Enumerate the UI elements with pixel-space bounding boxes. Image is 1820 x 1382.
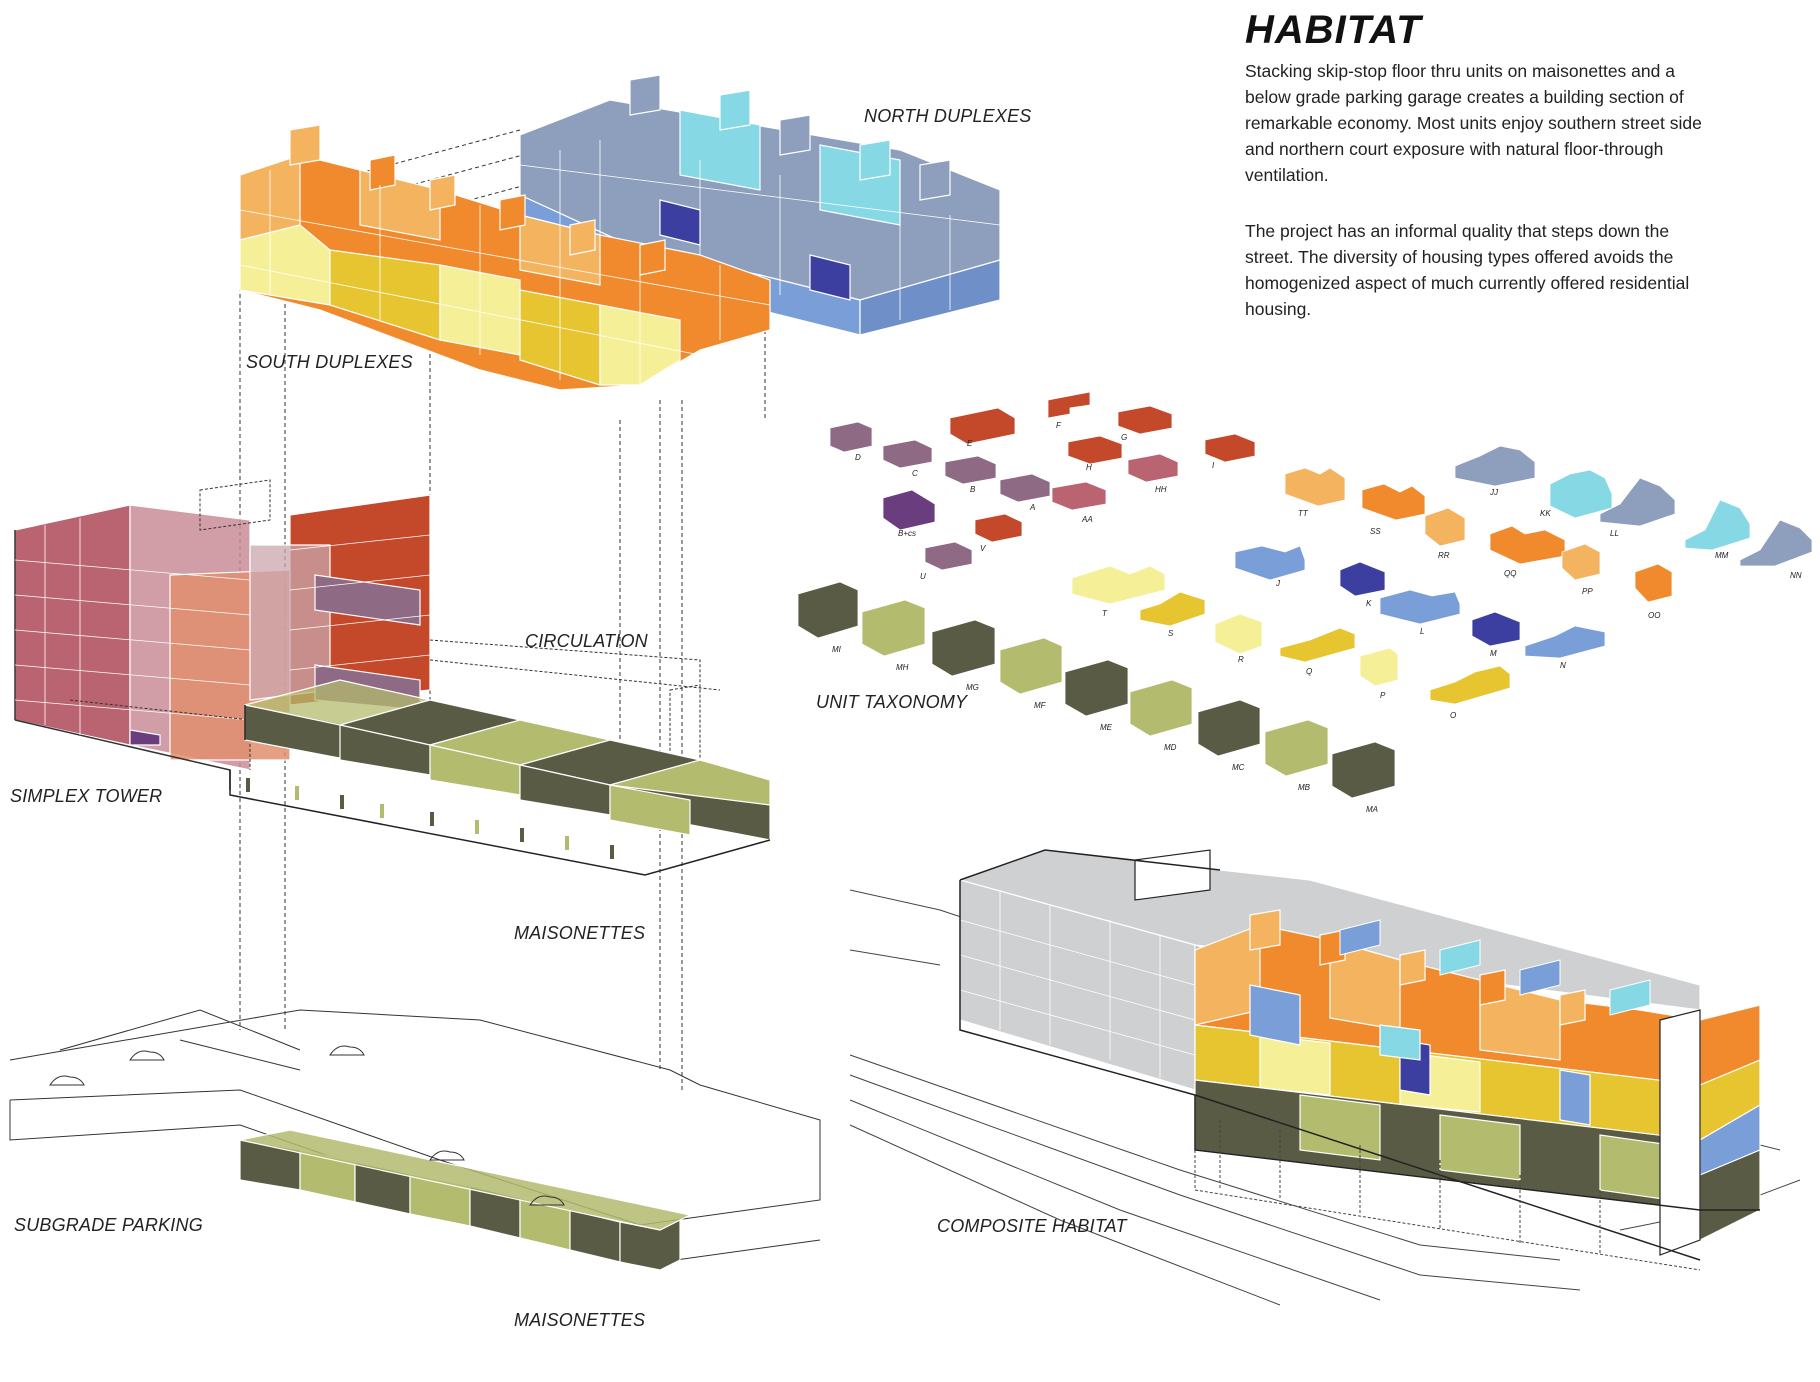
- label-south-duplexes: SOUTH DUPLEXES: [246, 352, 413, 372]
- parking-block: [239, 1129, 692, 1271]
- unit-code-i: I: [1212, 461, 1215, 470]
- composite-end-wall: [1659, 1004, 1761, 1256]
- unit-code-aa: AA: [1081, 515, 1093, 524]
- unit-code-r: R: [1238, 655, 1244, 664]
- unit-code-kk: KK: [1540, 509, 1551, 518]
- unit-code-t: T: [1102, 609, 1108, 618]
- unit-code-nn: NN: [1790, 571, 1802, 580]
- unit-simplex-row: [829, 391, 1256, 571]
- unit-code-tt: TT: [1298, 509, 1309, 518]
- unit-code-md: MD: [1164, 743, 1177, 752]
- unit-simplex-codes: D C E F G H HH I B A AA B+cs V U: [855, 421, 1215, 581]
- page-title: HABITAT: [1245, 8, 1422, 52]
- unit-code-mi: MI: [832, 645, 842, 654]
- unit-south-duplex-codes: TT SS RR QQ PP OO: [1298, 509, 1660, 620]
- unit-maisonette-row: [797, 581, 1396, 799]
- unit-code-u: U: [920, 572, 926, 581]
- label-unit-taxonomy: UNIT TAXONOMY: [816, 692, 968, 712]
- label-subgrade-parking: SUBGRADE PARKING: [14, 1215, 203, 1235]
- label-north-duplexes: NORTH DUPLEXES: [864, 106, 1032, 126]
- maisonettes-upper-block: [244, 679, 771, 841]
- simplex-tower-grid: [14, 518, 431, 735]
- unit-code-qq: QQ: [1504, 569, 1516, 578]
- unit-code-o: O: [1450, 711, 1456, 720]
- unit-code-a: A: [1029, 503, 1035, 512]
- unit-code-m: M: [1490, 649, 1497, 658]
- unit-code-rr: RR: [1438, 551, 1450, 560]
- label-maisonettes-lower: MAISONETTES: [514, 1310, 646, 1330]
- label-composite-habitat: COMPOSITE HABITAT: [937, 1216, 1127, 1236]
- unit-code-g: G: [1121, 433, 1127, 442]
- unit-north-duplex-codes: JJ KK LL MM NN: [1489, 488, 1802, 580]
- unit-code-c: C: [912, 469, 918, 478]
- composite-gray-grid: [959, 890, 1196, 1078]
- maisonettes-upper-outline: [229, 705, 771, 876]
- unit-code-me: ME: [1100, 723, 1113, 732]
- unit-code-ss: SS: [1370, 527, 1381, 536]
- unit-code-b: B: [970, 485, 976, 494]
- composite-parking-dashes: [1194, 1120, 1701, 1271]
- unit-code-f: F: [1056, 421, 1062, 430]
- parking-cars: [49, 1045, 565, 1206]
- unit-code-jj: JJ: [1489, 488, 1499, 497]
- description-paragraph-1: Stacking skip-stop floor thru units on m…: [1245, 61, 1702, 185]
- unit-code-pp: PP: [1582, 587, 1593, 596]
- unit-code-mg: MG: [966, 683, 979, 692]
- unit-south-duplex-row: [1284, 467, 1673, 603]
- composite-colored-facade: [1194, 909, 1701, 1211]
- unit-north-duplex-row: [1454, 445, 1813, 567]
- unit-code-l: L: [1420, 627, 1424, 636]
- unit-code-d: D: [855, 453, 861, 462]
- maisonettes-upper-openings: [246, 778, 614, 859]
- unit-code-p: P: [1380, 691, 1386, 700]
- unit-code-mc: MC: [1232, 763, 1245, 772]
- south-duplexes-grid: [239, 170, 771, 385]
- unit-code-v: V: [980, 544, 986, 553]
- label-circulation: CIRCULATION: [525, 631, 648, 651]
- composite-outline: [959, 849, 1760, 1261]
- label-simplex-tower: SIMPLEX TOWER: [10, 786, 163, 806]
- unit-code-j: J: [1275, 579, 1281, 588]
- unit-code-oo: OO: [1648, 611, 1660, 620]
- unit-code-ll: LL: [1610, 529, 1619, 538]
- unit-code-n: N: [1560, 661, 1566, 670]
- unit-code-e: E: [967, 439, 973, 448]
- unit-code-mm: MM: [1715, 551, 1729, 560]
- description-paragraph-2: The project has an informal quality that…: [1245, 221, 1690, 319]
- unit-flat-codes: T S R Q P O J K L M N: [1102, 579, 1566, 720]
- unit-code-k: K: [1366, 599, 1372, 608]
- composite-north-roof: [1339, 919, 1651, 1016]
- unit-code-ma: MA: [1366, 805, 1378, 814]
- unit-maisonette-codes: MI MH MG MF ME MD MC MB MA: [832, 645, 1378, 814]
- unit-code-s: S: [1168, 629, 1174, 638]
- unit-flat-row: [1071, 545, 1606, 705]
- unit-code-q: Q: [1306, 667, 1312, 676]
- unit-code-bcs: B+cs: [898, 529, 916, 538]
- unit-code-mb: MB: [1298, 783, 1311, 792]
- unit-code-hh: HH: [1155, 485, 1167, 494]
- unit-code-mf: MF: [1034, 701, 1047, 710]
- unit-code-mh: MH: [896, 663, 909, 672]
- unit-code-h: H: [1086, 463, 1092, 472]
- label-maisonettes-upper: MAISONETTES: [514, 923, 646, 943]
